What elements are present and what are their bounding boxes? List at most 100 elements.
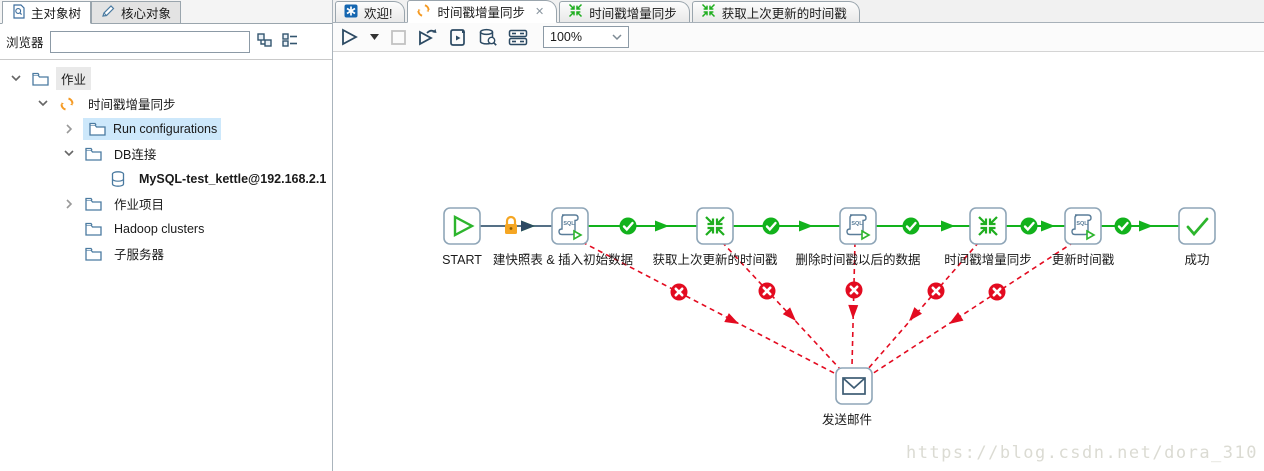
zoom-level-select[interactable]: 100% bbox=[543, 26, 629, 48]
node-label: 更新时间戳 bbox=[1052, 252, 1115, 267]
node-incr-sync[interactable] bbox=[969, 207, 1007, 245]
tab-label: 时间戳增量同步 bbox=[589, 6, 677, 21]
tree-item-label: Hadoop clusters bbox=[114, 221, 205, 236]
chevron-down-icon bbox=[612, 30, 622, 44]
job-toolbar: 100% bbox=[333, 23, 1264, 52]
tree-view-icon[interactable] bbox=[256, 32, 273, 51]
node-label: 删除时间戳以后的数据 bbox=[795, 252, 920, 267]
tree-item-jobs[interactable]: 作业 bbox=[0, 66, 332, 91]
lock-icon bbox=[505, 215, 517, 234]
node-label: 成功 bbox=[1184, 253, 1209, 267]
folder-icon bbox=[83, 195, 103, 213]
hop-delete-incrsync[interactable] bbox=[876, 216, 970, 236]
chevron-down-icon[interactable] bbox=[8, 71, 24, 87]
transformation-icon bbox=[701, 3, 716, 21]
tree-item-label: 作业 bbox=[56, 67, 92, 90]
tree-item-hadoop-clusters[interactable]: Hadoop clusters bbox=[0, 216, 332, 241]
node-send-mail[interactable] bbox=[835, 367, 873, 405]
hop-snapshot-getts[interactable] bbox=[588, 216, 697, 236]
node-label: START bbox=[442, 253, 482, 267]
hop-start-snapshot[interactable] bbox=[480, 215, 552, 234]
folder-icon bbox=[30, 70, 50, 88]
chevron-down-icon[interactable] bbox=[35, 96, 51, 112]
folder-icon bbox=[87, 120, 107, 138]
tree-item-timestamp-incr-job[interactable]: 时间戳增量同步 bbox=[0, 91, 332, 116]
tab-welcome[interactable]: 欢迎! bbox=[335, 1, 406, 22]
object-tree: 作业 时间戳增量同步 Run configurations DB连接 bbox=[0, 60, 332, 266]
job-canvas[interactable]: SQL bbox=[333, 52, 1264, 471]
envelope-icon bbox=[842, 377, 866, 395]
tab-label: 核心对象 bbox=[121, 7, 172, 21]
chevron-down-icon[interactable] bbox=[61, 146, 77, 162]
browser-search-row: 浏览器 bbox=[0, 24, 332, 60]
tab-label: 欢迎! bbox=[364, 6, 393, 21]
hop-updatets-success[interactable] bbox=[1101, 216, 1179, 236]
job-icon bbox=[57, 95, 77, 113]
run-button[interactable] bbox=[337, 25, 363, 49]
hop-incrsync-updatets[interactable] bbox=[1006, 216, 1065, 236]
tree-item-label: 时间戳增量同步 bbox=[88, 98, 176, 112]
execution-results-button[interactable] bbox=[505, 25, 531, 49]
tab-trans-get-last-timestamp[interactable]: 获取上次更新的时间戳 bbox=[691, 1, 860, 22]
hop-getts-delete[interactable] bbox=[733, 216, 840, 236]
node-snapshot[interactable] bbox=[551, 207, 589, 245]
hop-success-icon bbox=[1113, 216, 1133, 236]
document-search-icon bbox=[12, 3, 26, 22]
transformation-icon bbox=[568, 3, 583, 21]
tree-item-run-configurations[interactable]: Run configurations bbox=[0, 116, 332, 141]
job-icon bbox=[416, 3, 431, 21]
folder-icon bbox=[83, 220, 103, 238]
csdn-watermark: https://blog.csdn.net/dora_310 bbox=[905, 443, 1258, 463]
tree-item-label: MySQL-test_kettle@192.168.2.1 bbox=[139, 171, 327, 186]
tab-label: 获取上次更新的时间戳 bbox=[721, 6, 847, 21]
tree-item-db-connections[interactable]: DB连接 bbox=[0, 141, 332, 166]
hop-success-icon bbox=[901, 216, 921, 236]
tree-item-slave-servers[interactable]: 子服务器 bbox=[0, 241, 332, 266]
hop-success-icon bbox=[618, 216, 638, 236]
tree-item-label: 作业项目 bbox=[114, 198, 165, 212]
chevron-right-icon[interactable] bbox=[61, 196, 77, 212]
node-success[interactable] bbox=[1178, 207, 1216, 245]
editor-tabbar: 欢迎! 时间戳增量同步 ✕ 时间戳增量同步 获取上次更新的时间戳 bbox=[333, 0, 1264, 23]
kettle-logo-icon bbox=[344, 4, 358, 21]
node-delete-after[interactable] bbox=[839, 207, 877, 245]
tab-job-timestamp-sync[interactable]: 时间戳增量同步 ✕ bbox=[407, 0, 558, 23]
stop-button[interactable] bbox=[385, 25, 411, 49]
tree-item-job-entries[interactable]: 作业项目 bbox=[0, 191, 332, 216]
tree-filter-input[interactable] bbox=[49, 30, 250, 53]
browser-label: 浏览器 bbox=[6, 36, 44, 50]
folder-icon bbox=[83, 245, 103, 263]
run-options-caret[interactable] bbox=[367, 25, 381, 49]
node-get-timestamp[interactable] bbox=[696, 207, 734, 245]
database-icon bbox=[108, 170, 128, 188]
node-label: 发送邮件 bbox=[822, 412, 872, 427]
node-label: 获取上次更新的时间戳 bbox=[652, 252, 778, 267]
tab-label: 主对象树 bbox=[31, 7, 82, 21]
hop-error-icon bbox=[844, 280, 864, 300]
job-graph: SQL bbox=[442, 207, 1216, 427]
pause-resume-button[interactable] bbox=[415, 25, 441, 49]
chevron-right-icon[interactable] bbox=[61, 121, 77, 137]
tab-main-object-tree[interactable]: 主对象树 bbox=[2, 1, 92, 24]
explorer-panel: 主对象树 核心对象 浏览器 bbox=[0, 0, 333, 471]
hop-error-icon bbox=[757, 281, 777, 301]
tab-trans-timestamp-sync[interactable]: 时间戳增量同步 bbox=[559, 1, 690, 22]
close-icon[interactable]: ✕ bbox=[535, 6, 545, 18]
hop-error-icon bbox=[987, 282, 1007, 302]
list-view-icon[interactable] bbox=[281, 32, 298, 51]
node-start[interactable] bbox=[443, 207, 481, 245]
hop-error-icon bbox=[926, 281, 946, 301]
zoom-level-value: 100% bbox=[550, 30, 582, 44]
folder-icon bbox=[83, 145, 103, 163]
tree-item-label: Run configurations bbox=[113, 121, 218, 136]
hop-success-icon bbox=[1019, 216, 1039, 236]
tree-item-mysql-connection[interactable]: MySQL-test_kettle@192.168.2.1 bbox=[0, 166, 332, 191]
check-job-button[interactable] bbox=[445, 25, 471, 49]
hop-success-icon bbox=[761, 216, 781, 236]
tab-core-objects[interactable]: 核心对象 bbox=[91, 1, 182, 23]
error-hops[interactable] bbox=[581, 241, 1075, 375]
node-update-timestamp[interactable] bbox=[1064, 207, 1102, 245]
editor-panel: 欢迎! 时间戳增量同步 ✕ 时间戳增量同步 获取上次更新的时间戳 bbox=[333, 0, 1264, 471]
explore-database-button[interactable] bbox=[475, 25, 501, 49]
